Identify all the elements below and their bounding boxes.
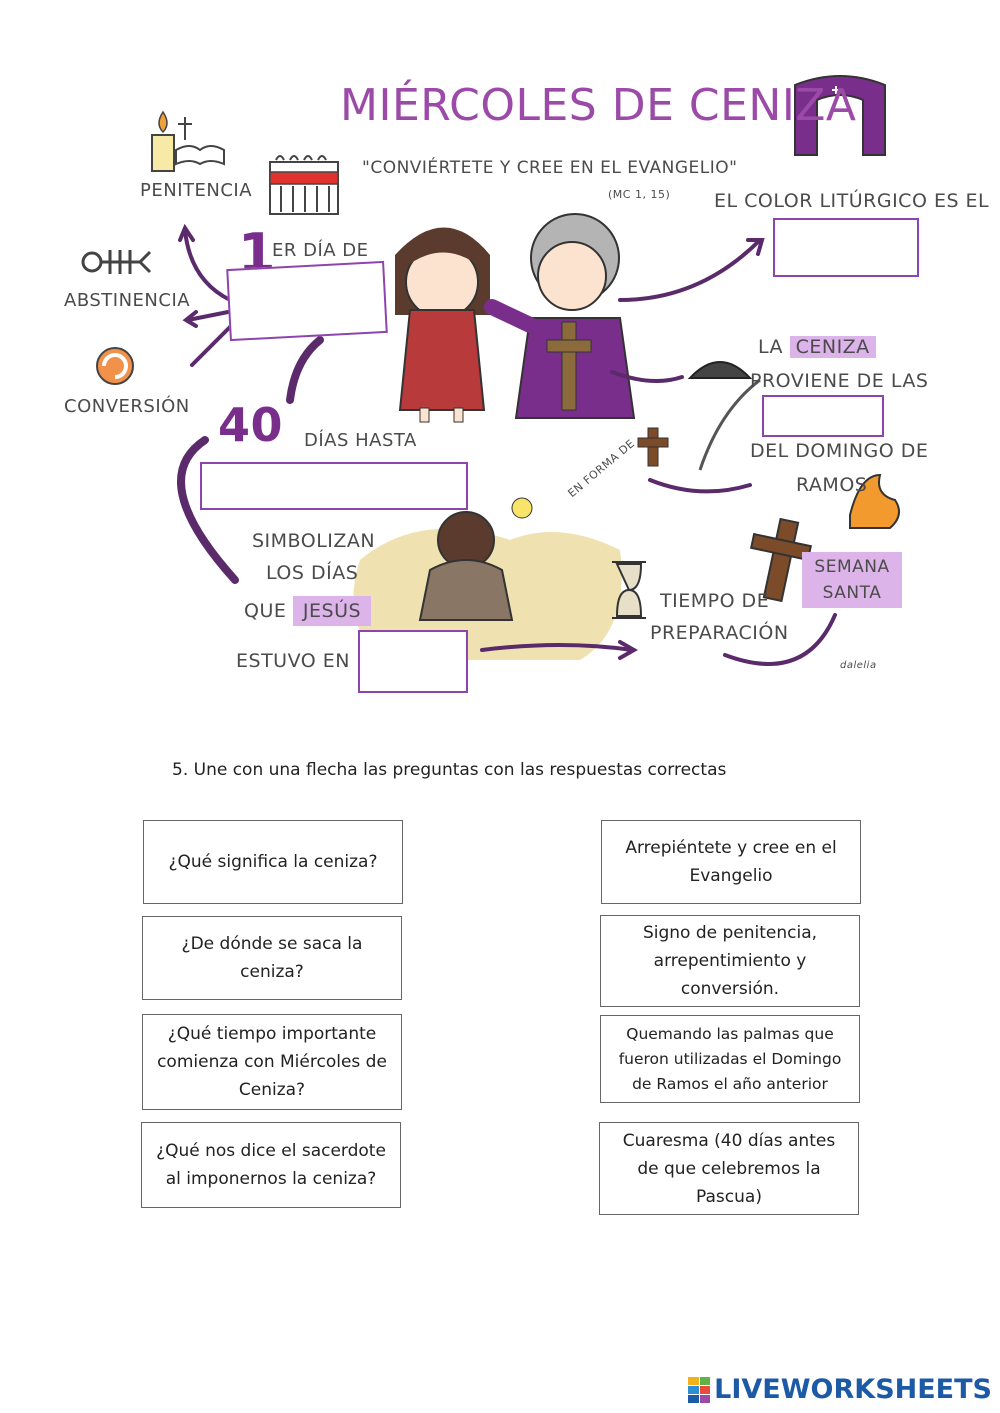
label-que: QUE [244,600,287,622]
label-tiempo: TIEMPO DE [660,590,770,612]
author-signature: dalelia [840,660,877,671]
first-day-label: ER DÍA DE [272,240,369,261]
blank-primer-dia[interactable] [226,260,388,342]
calendar-icon [269,155,339,215]
exercise-instruction: 5. Une con una flecha las preguntas con … [172,760,727,780]
semana-santa-box: SEMANA SANTA [802,552,902,608]
cross-icon [749,517,813,603]
label-estuvo: ESTUVO EN EL [236,650,381,672]
stole-icon [794,75,886,156]
palm-icon [698,378,761,471]
priest-illustration [484,213,636,419]
gospel-reference: (MC 1, 15) [608,188,671,201]
liveworksheets-logo-icon [688,1376,711,1403]
answer-box[interactable]: Signo de penitencia, arrepentimiento y c… [600,915,860,1007]
question-box[interactable]: ¿Qué significa la ceniza? [143,820,403,904]
liveworksheets-logo: LIVEWORKSHEETS [688,1374,992,1405]
label-preparacion: PREPARACIÓN [650,622,789,644]
answer-box[interactable]: Arrepiéntete y cree en el Evangelio [601,820,861,904]
ash-pile-icon [687,361,753,379]
label-penitencia: PENITENCIA [140,180,253,201]
question-box[interactable]: ¿Qué tiempo importante comienza con Miér… [142,1014,402,1110]
fire-icon [849,473,900,529]
label-que-jesus: QUE JESÚS [244,596,372,626]
blank-color-liturgico[interactable] [773,218,919,277]
forty-label: DÍAS HASTA [304,430,417,451]
label-los-dias: LOS DÍAS [266,562,359,584]
fish-bone-icon [81,250,152,274]
label-santa: SANTA [822,583,882,603]
desert-illustration [353,497,622,660]
label-la-text: LA [758,336,784,358]
label-color-liturgico: EL COLOR LITÚRGICO ES EL [714,190,990,212]
label-jesus: JESÚS [292,596,372,626]
label-proviene: PROVIENE DE LAS [750,370,929,392]
label-conversion: CONVERSIÓN [64,396,190,417]
label-ramos: RAMOS [796,474,868,496]
candle-book-icon [151,110,225,172]
small-cross-icon [637,427,669,467]
blank-proviene-de[interactable] [762,395,884,437]
infographic-art [81,75,900,666]
label-simbolizan: SIMBOLIZAN [252,530,376,552]
label-abstinencia: ABSTINENCIA [64,290,191,311]
forty-number: 40 [218,398,284,452]
gospel-quote: "CONVIÉRTETE Y CREE EN EL EVANGELIO" [362,158,738,178]
connector-arrows [177,223,837,666]
girl-illustration [395,227,490,423]
infographic-title: MIÉRCOLES DE CENIZA [340,80,857,131]
label-semana: SEMANA [814,557,890,577]
blank-estuvo-en[interactable] [358,630,468,693]
answer-box[interactable]: Quemando las palmas que fueron utilizada… [600,1015,860,1103]
hourglass-icon [612,561,646,619]
label-domingo: DEL DOMINGO DE [750,440,929,462]
answer-box[interactable]: Cuaresma (40 días antes de que celebremo… [599,1122,859,1215]
question-box[interactable]: ¿Qué nos dice el sacerdote al imponernos… [141,1122,401,1208]
label-ceniza: CENIZA [789,336,876,358]
question-box[interactable]: ¿De dónde se saca la ceniza? [142,916,402,1000]
liveworksheets-logo-text: LIVEWORKSHEETS [714,1374,992,1405]
conversion-icon [96,347,134,385]
label-la: LA CENIZA [758,336,876,358]
blank-dias-hasta[interactable] [200,462,468,510]
